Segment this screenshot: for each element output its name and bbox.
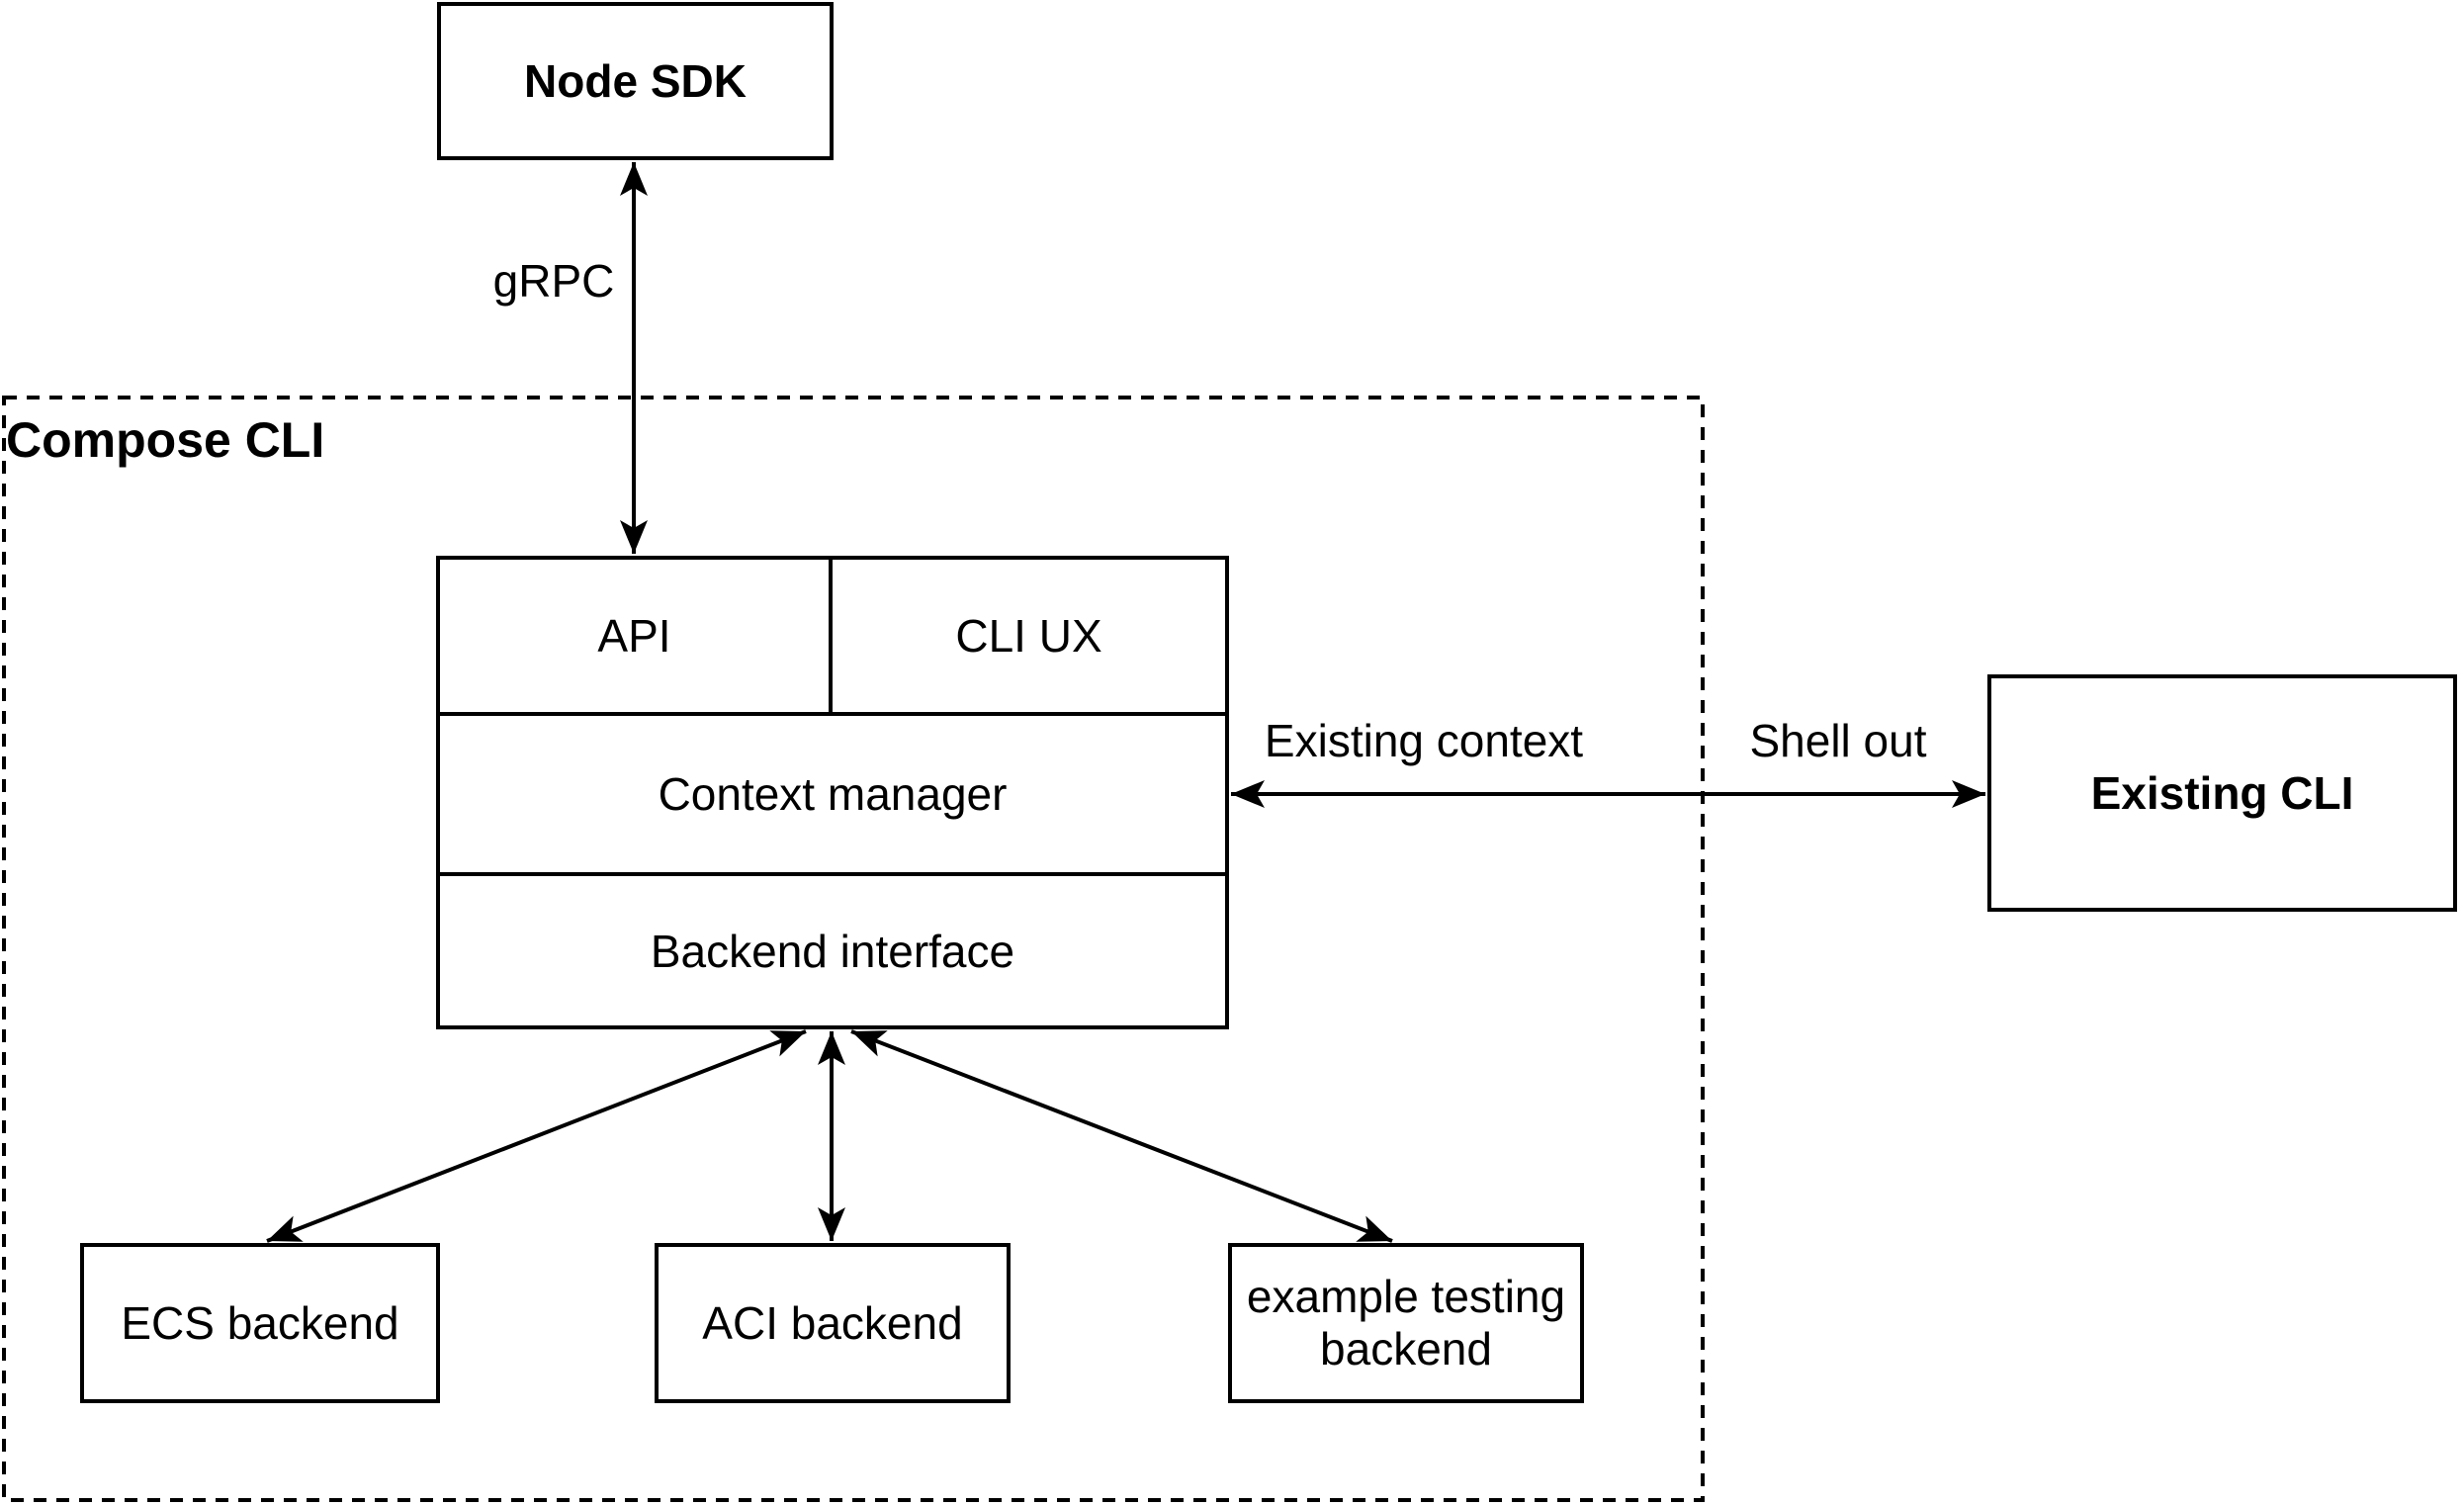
cli-ux-label: CLI UX xyxy=(955,610,1102,662)
compose-cli-group-label: Compose CLI xyxy=(6,412,325,468)
api-cell: API xyxy=(440,560,833,716)
shell-out-edge-label: Shell out xyxy=(1749,715,1927,766)
example-testing-backend-box: example testing backend xyxy=(1228,1243,1584,1403)
cli-ux-cell: CLI UX xyxy=(833,560,1225,716)
compose-cli-stack: API CLI UX Context manager Backend inter… xyxy=(436,556,1229,1029)
existing-cli-box: Existing CLI xyxy=(1987,674,2457,912)
backend-interface-label: Backend interface xyxy=(650,925,1015,977)
ecs-backend-box: ECS backend xyxy=(80,1243,440,1403)
context-manager-cell: Context manager xyxy=(440,716,1225,876)
api-label: API xyxy=(597,610,671,662)
aci-backend-box: ACI backend xyxy=(655,1243,1011,1403)
existing-cli-label: Existing CLI xyxy=(2090,766,2354,819)
ecs-backend-arrow xyxy=(266,1029,807,1243)
backend-interface-cell: Backend interface xyxy=(440,876,1225,1025)
example-testing-backend-label: example testing backend xyxy=(1246,1271,1566,1374)
example-backend-arrow xyxy=(850,1029,1393,1243)
ecs-backend-label: ECS backend xyxy=(121,1296,399,1349)
existing-context-edge-label: Existing context xyxy=(1264,715,1584,766)
grpc-edge-label: gRPC xyxy=(492,255,615,307)
node-sdk-box: Node SDK xyxy=(437,2,834,160)
aci-backend-label: ACI backend xyxy=(702,1296,963,1349)
context-manager-label: Context manager xyxy=(658,768,1008,820)
node-sdk-label: Node SDK xyxy=(524,54,747,107)
